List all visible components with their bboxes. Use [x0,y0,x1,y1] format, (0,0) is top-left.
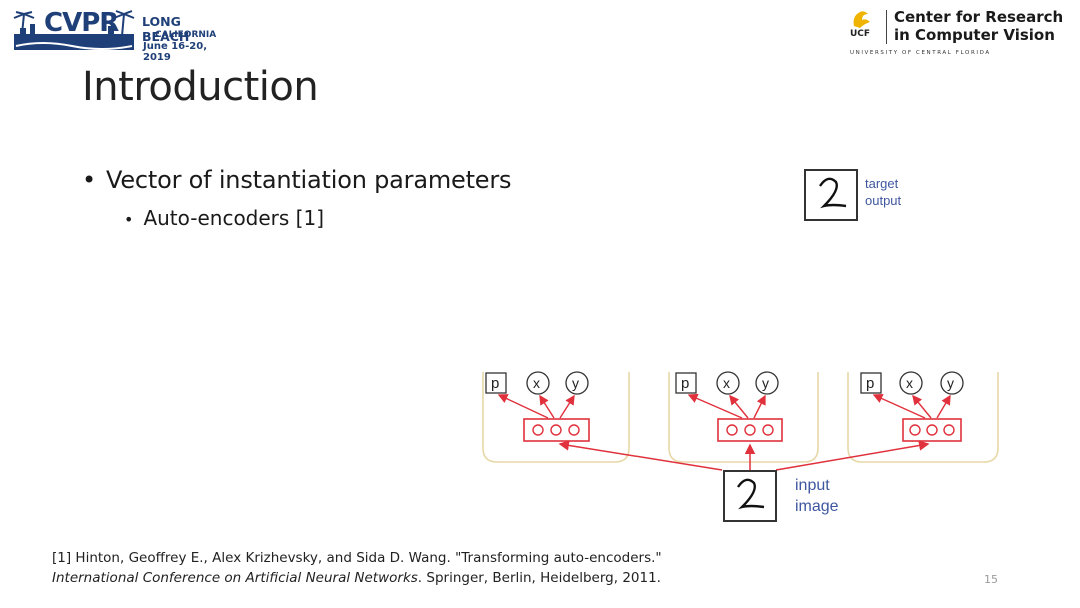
capsule-1: p x y [485,371,590,442]
reference-line2: International Conference on Artificial N… [52,570,661,586]
input-image-box [723,470,777,522]
capsule-output-x: x [906,375,913,391]
slide-title: Introduction [82,64,319,110]
cvpr-logo: CVPR LONG BEACH CALIFORNIA June 16-20, 2… [12,8,222,63]
x-unit [899,371,923,395]
probability-unit [675,372,697,394]
capsule-container [482,372,630,463]
bullet-level1: • Vector of instantiation parameters [82,166,512,194]
input-to-capsule-1-arrow [558,440,723,471]
capsule-output-y: y [762,375,769,391]
y-unit [940,371,964,395]
reference-line1: [1] Hinton, Geoffrey E., Alex Krizhevsky… [52,550,662,566]
capsule-output-y: y [947,375,954,391]
probability-unit [485,372,507,394]
cvpr-city: LONG BEACH [142,14,190,44]
palm-skyline-icon [13,10,135,50]
capsule-output-p: p [491,375,499,392]
logo-divider [886,10,887,44]
capsule-output-p: p [866,375,874,392]
cvpr-state: CALIFORNIA [155,30,217,40]
capsule-output-x: x [533,375,540,391]
capsule-output-x: x [723,375,730,391]
target-label-line2: output [865,193,902,208]
ucf-university-name: UNIVERSITY OF CENTRAL FLORIDA [850,50,991,56]
bullet-dot: • [124,210,134,229]
crcv-name-line1: Center for Research [894,8,1064,26]
target-label-line1: target [865,176,899,191]
cvpr-wordmark: CVPR [44,8,119,38]
bullet-text: Auto-encoders [1] [143,206,325,230]
capsule-3: p x y [860,371,964,442]
cvpr-dates: June 16-20, 2019 [143,41,208,63]
bullet-text: Vector of instantiation parameters [105,166,512,194]
reference-venue: International Conference on Artificial N… [52,570,418,586]
bullet-dot: • [82,166,96,194]
x-unit [716,371,740,395]
pegasus-icon [853,11,870,29]
input-label-line2: image [795,498,839,515]
y-unit [755,371,779,395]
crcv-name-line2: in Computer Vision [894,26,1055,44]
capsule-container [668,372,819,463]
target-output-box [804,169,858,221]
ucf-abbr: UCF [850,29,871,39]
capsule-2: p x y [675,371,783,442]
capsule-output-p: p [681,375,689,392]
bullet-level2: • Auto-encoders [1] [124,206,324,230]
capsule-output-y: y [572,375,579,391]
probability-unit [860,372,882,394]
y-unit [565,371,589,395]
capsule-container [847,372,999,463]
slide-number: 15 [984,573,998,586]
x-unit [526,371,550,395]
input-label-line1: input [795,477,830,494]
ucf-crcv-logo: UCF Center for Research in Computer Visi… [846,6,1076,60]
reference-publisher: . Springer, Berlin, Heidelberg, 2011. [417,570,661,586]
recognition-units [902,418,962,442]
input-to-capsule-3-arrow [775,440,930,471]
recognition-units [717,418,783,442]
